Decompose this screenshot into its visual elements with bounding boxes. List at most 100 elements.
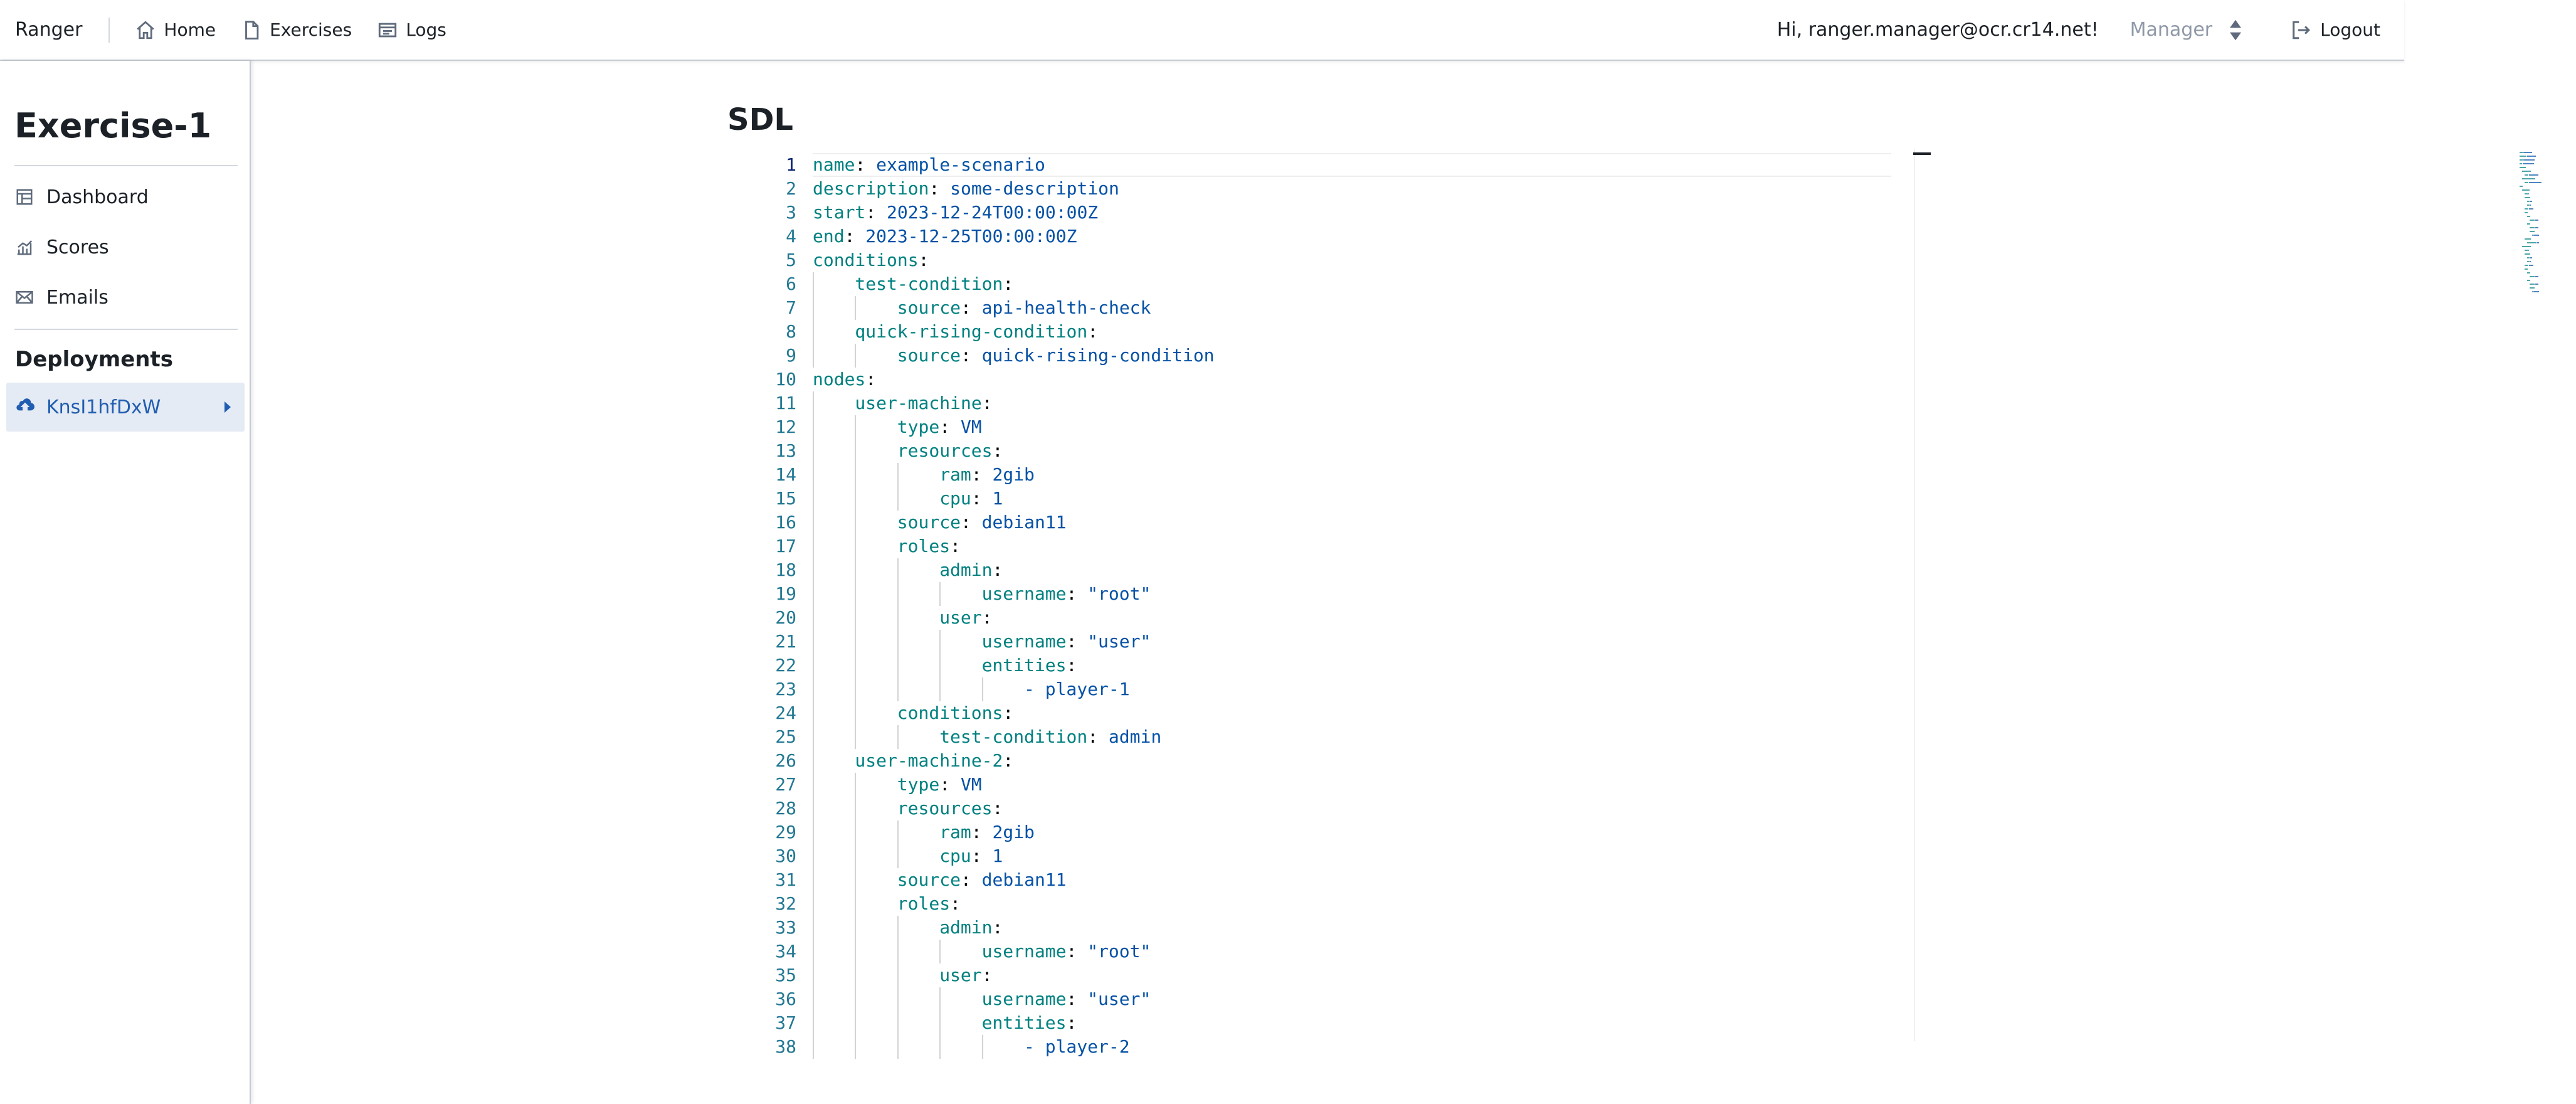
minimap-line xyxy=(2520,152,2523,153)
minimap-line xyxy=(2522,163,2534,164)
editor-border xyxy=(1914,149,1915,1041)
line-number: 23 xyxy=(775,679,796,699)
code-line: roles: xyxy=(897,536,961,556)
yaml-value: 2023-12-24T00:00:00Z xyxy=(876,202,1099,223)
minimap-line xyxy=(2530,284,2535,285)
chart-icon xyxy=(17,240,33,255)
sidebar-divider xyxy=(14,165,238,166)
yaml-key: conditions xyxy=(897,703,1003,723)
yaml-value: - player-2 xyxy=(1024,1036,1130,1057)
minimap-line xyxy=(2530,276,2535,277)
minimap-line xyxy=(2535,284,2539,285)
sidebar-item-scores[interactable]: Scores xyxy=(6,225,245,270)
logout-button[interactable]: Logout xyxy=(2290,19,2380,41)
code-line: user: xyxy=(939,965,993,985)
minimap-line xyxy=(2527,201,2530,202)
code-line: cpu: 1 xyxy=(939,488,1003,509)
code-line: - player-1 xyxy=(1024,677,1130,701)
yaml-key: username xyxy=(981,989,1067,1009)
yaml-key: ram xyxy=(939,822,971,842)
yaml-key: entities xyxy=(981,655,1067,676)
sidebar-item-label: Dashboard xyxy=(46,186,149,208)
yaml-key: admin xyxy=(939,917,993,938)
code-line: name: example-scenario xyxy=(813,154,1045,175)
logs-label: Logs xyxy=(406,19,446,40)
yaml-value: - player-1 xyxy=(1024,679,1130,699)
minimap-line xyxy=(2527,257,2530,258)
indent-guide xyxy=(981,677,983,701)
line-number: 17 xyxy=(775,536,796,556)
minimap-line xyxy=(2522,189,2530,191)
logout-icon xyxy=(2293,21,2311,39)
exercise-title: Exercise-1 xyxy=(14,106,212,146)
current-line-highlight xyxy=(813,153,1891,177)
home-button[interactable]: Home xyxy=(135,19,216,41)
brand-name[interactable]: Ranger xyxy=(15,19,83,41)
indent-guide xyxy=(855,344,857,368)
sidebar-item-dashboard[interactable]: Dashboard xyxy=(6,174,245,220)
indent-guide xyxy=(855,296,857,320)
line-number: 9 xyxy=(786,345,796,366)
minimap-line xyxy=(2527,216,2531,217)
yaml-key: user-machine-2 xyxy=(855,750,1003,771)
line-number: 5 xyxy=(786,250,796,270)
minimap-line xyxy=(2525,212,2528,213)
minimap-line xyxy=(2532,291,2533,292)
minimap-line xyxy=(2527,242,2536,243)
line-number: 10 xyxy=(775,369,796,390)
minimap-line xyxy=(2530,231,2535,232)
logs-button[interactable]: Logs xyxy=(377,19,446,41)
yaml-value: VM xyxy=(950,774,982,795)
yaml-key: username xyxy=(981,583,1067,604)
collapse-icon[interactable] xyxy=(1913,152,1931,155)
yaml-key: cpu xyxy=(939,488,971,509)
role-select[interactable]: Manager xyxy=(2130,19,2243,41)
line-number: 20 xyxy=(775,607,796,628)
dashboard-icon xyxy=(16,189,33,205)
code-line: admin: xyxy=(939,560,1003,580)
minimap-line xyxy=(2530,204,2531,206)
minimap-line xyxy=(2520,186,2523,187)
yaml-key: username xyxy=(981,631,1067,652)
navbar-right: Hi, ranger.manager@ocr.cr14.net! Manager… xyxy=(1777,19,2380,41)
yaml-key: type xyxy=(897,774,940,795)
minimap-line xyxy=(2523,152,2532,153)
minimap-line xyxy=(2520,156,2526,157)
line-number: 32 xyxy=(775,893,796,914)
sidebar-item-deployment[interactable]: KnsI1hfDxW xyxy=(6,383,245,432)
line-number: 12 xyxy=(775,417,796,437)
line-number: 33 xyxy=(775,917,796,938)
indent-guide xyxy=(939,987,941,1059)
code-line: roles: xyxy=(897,893,961,914)
indent-guide xyxy=(897,463,899,511)
code-line: entities: xyxy=(981,1012,1077,1033)
yaml-value: debian11 xyxy=(971,512,1067,533)
exercises-button[interactable]: Exercises xyxy=(241,19,352,41)
sidebar-item-emails[interactable]: Emails xyxy=(6,275,245,320)
code-line: username: "user" xyxy=(981,989,1151,1009)
minimap-line xyxy=(2530,257,2533,258)
yaml-key: test-condition xyxy=(855,273,1003,294)
minimap[interactable] xyxy=(2520,152,2576,365)
yaml-key: ram xyxy=(939,464,971,485)
yaml-key: admin xyxy=(939,560,993,580)
line-number: 13 xyxy=(775,440,796,461)
yaml-value: quick-rising-condition xyxy=(971,345,1215,366)
indent-guide xyxy=(939,940,941,963)
line-number: 25 xyxy=(775,726,796,747)
code-line: end: 2023-12-25T00:00:00Z xyxy=(813,226,1077,247)
line-number: 16 xyxy=(775,512,796,533)
yaml-value: 1 xyxy=(981,846,1003,866)
minimap-line xyxy=(2533,235,2539,236)
code-line: user: xyxy=(939,607,993,628)
minimap-line xyxy=(2536,242,2539,243)
line-number: 31 xyxy=(775,869,796,890)
exercises-label: Exercises xyxy=(270,19,352,40)
line-number: 36 xyxy=(775,989,796,1009)
top-navbar: Ranger Home Exercises Logs Hi, ranger.ma… xyxy=(0,0,2404,61)
minimap-line xyxy=(2535,220,2539,221)
indent-guide xyxy=(981,1035,983,1059)
line-number: 28 xyxy=(775,798,796,819)
